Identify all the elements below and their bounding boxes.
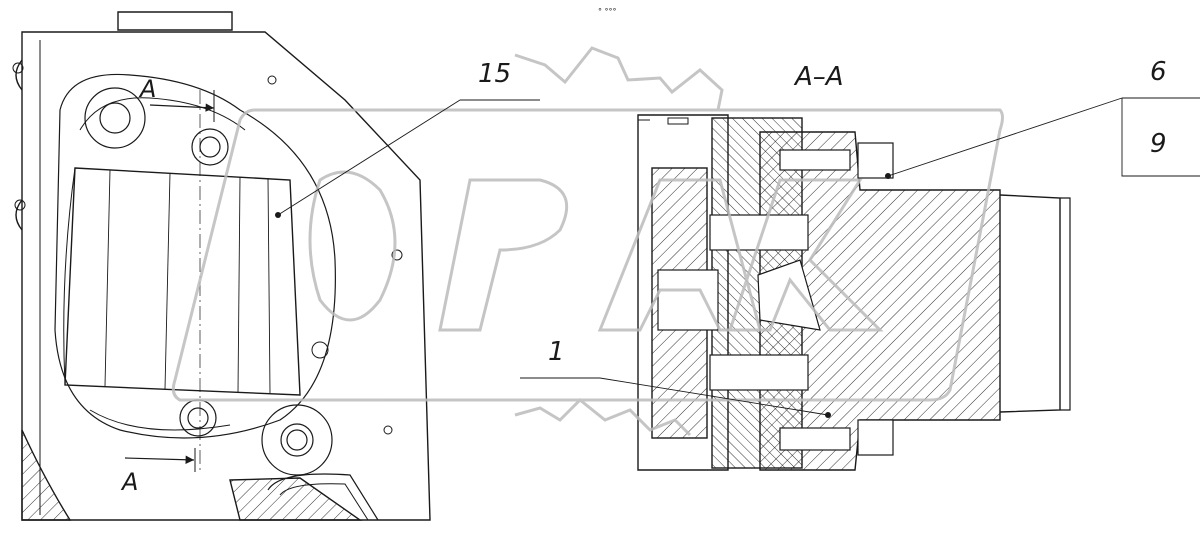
housing-outline (21, 31, 431, 521)
hatched-shaft (759, 131, 1001, 471)
cylinder-body (64, 167, 301, 396)
section-mark-bottom: A (120, 468, 138, 496)
callout-9: 9 (1150, 129, 1167, 159)
callout-6: 6 (1150, 57, 1167, 87)
callout-1: 1 (548, 337, 565, 367)
section-view (637, 114, 1071, 471)
hatched-region-left (21, 429, 72, 521)
housing-view (12, 11, 431, 521)
top-tab (117, 11, 233, 31)
section-arrow-top (149, 103, 215, 112)
section-mark-top: A (138, 75, 156, 103)
watermark-logo (171, 46, 1004, 437)
leader-lines (277, 97, 1200, 416)
section-arrow-bottom (124, 455, 195, 464)
hatched-region-bottom (229, 477, 363, 521)
callout-15: 15 (478, 59, 511, 89)
leader-dots (275, 173, 891, 418)
section-title: A–A (793, 62, 844, 92)
header-text: ° °°° (598, 7, 617, 16)
